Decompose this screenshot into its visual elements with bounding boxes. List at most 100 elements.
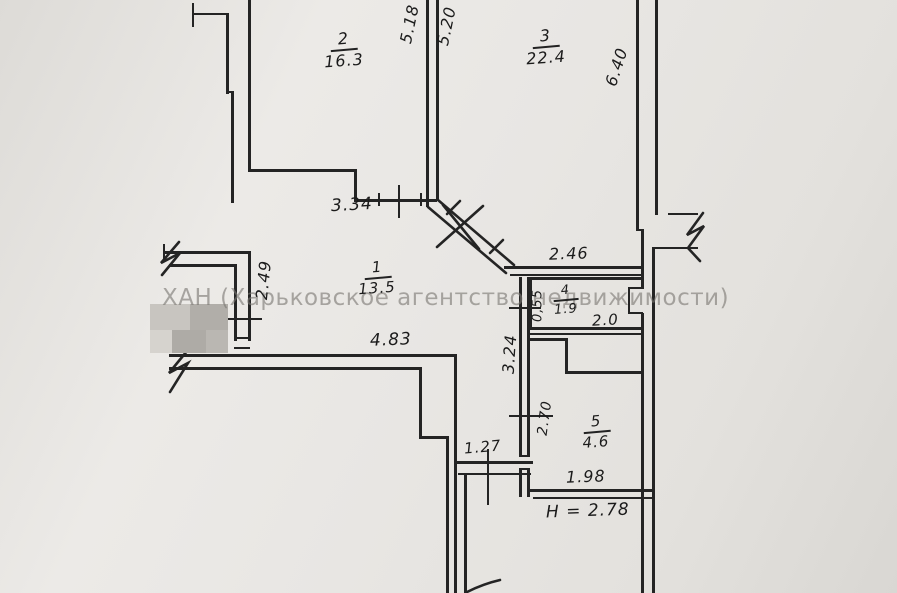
break-symbol [685,211,706,263]
dim-0-55: 0,55 [530,289,546,322]
wall-segment [234,337,250,339]
wall-segment [420,193,422,206]
room-4-number: 4 [552,283,580,303]
wall-segment [628,287,643,289]
wall-segment [354,199,437,202]
blur-tile [172,330,206,353]
wall-segment [510,274,644,276]
wall-segment [419,367,422,439]
dim-2-46: 2.46 [548,243,589,264]
wall-segment [248,169,357,172]
wall-segment [446,436,449,593]
wall-segment [169,367,422,370]
wall-segment [226,13,229,94]
dim-1-98: 1.98 [565,466,606,487]
room-2-label: 2 16.3 [318,29,370,72]
blur-tile [206,330,228,353]
wall-segment [628,287,630,314]
door-swing-arc [465,578,502,593]
wall-segment [668,213,698,215]
dim-4-83: 4.83 [369,329,413,351]
wall-segment [192,3,194,27]
room-2-area: 16.3 [323,49,365,72]
wall-segment [165,251,251,254]
wall-segment [509,307,541,309]
wall-segment [248,0,251,171]
wall-segment [169,264,237,267]
blur-tile [150,304,190,330]
wall-segment [529,327,644,330]
room-5-label: 5 4.6 [572,412,620,452]
wall-segment [565,338,568,374]
room-4-label: 4 1.9 [546,283,586,318]
break-symbol [167,349,192,394]
wall-segment [655,247,698,249]
wall-segment [565,371,644,374]
wall-segment [519,470,522,497]
wall-segment [458,473,531,475]
wall-segment [163,244,165,262]
diagonal-wall-outer-line [426,205,508,275]
dim-3-34: 3.34 [330,193,374,217]
wall-segment [354,169,357,202]
wall-segment [222,318,262,320]
wall-segment [234,266,237,341]
room-3-label: 3 22.4 [516,26,576,69]
wall-segment [652,247,655,593]
wall-segment [519,468,530,470]
wall-segment [519,455,530,457]
wall-segment [641,313,644,593]
wall-segment [248,251,251,341]
wall-segment [529,277,644,280]
room-1-label: 1 13.5 [350,258,404,299]
blurred-stamp [150,304,228,353]
room-2-number: 2 [329,29,359,53]
room-1-area: 13.5 [357,277,397,299]
wall-segment [529,277,532,330]
wall-segment [641,229,644,270]
wall-segment [464,473,467,593]
wall-segment [527,277,530,457]
room-5-area: 4.6 [581,432,610,452]
dim-1-27: 1.27 [463,436,503,458]
wall-segment [529,333,644,335]
dim-2-49: 2.49 [251,259,276,301]
break-symbol [160,240,182,277]
ceiling-height-label: H = 2.78 [545,499,630,523]
watermark: ХАН (Харьковское агентство недвижимости) [162,285,730,311]
wall-segment [533,497,655,499]
blur-tile [190,304,228,330]
room-5-number: 5 [581,412,611,435]
wall-segment [234,347,250,349]
diagonal-tick [488,238,505,255]
wall-segment [192,13,228,15]
dim-2-0: 2.0 [591,310,620,330]
wall-segment [529,338,568,341]
blur-tile [150,330,172,353]
wall-segment [426,0,429,207]
diagonal-tick [445,199,462,216]
wall-segment [231,91,234,203]
room-1-number: 1 [362,258,392,281]
wall-segment [628,312,643,314]
diagonal-wall-inner-line [436,198,516,267]
dim-3-24: 3.24 [498,333,521,375]
room-4-area: 1.9 [553,301,579,318]
wall-segment [636,0,639,231]
wall-segment [636,229,643,231]
wall-segment [527,470,530,497]
wall-segment [655,0,658,215]
wall-segment [169,354,457,357]
wall-segment [378,193,380,206]
wall-segment [509,415,553,417]
room-3-number: 3 [531,26,561,50]
wall-segment [454,354,457,593]
wall-segment [456,461,533,464]
wall-segment [226,91,233,93]
wall-segment [419,436,449,439]
room-3-area: 22.4 [525,46,567,69]
wall-segment [436,0,439,201]
wall-segment [487,449,489,505]
